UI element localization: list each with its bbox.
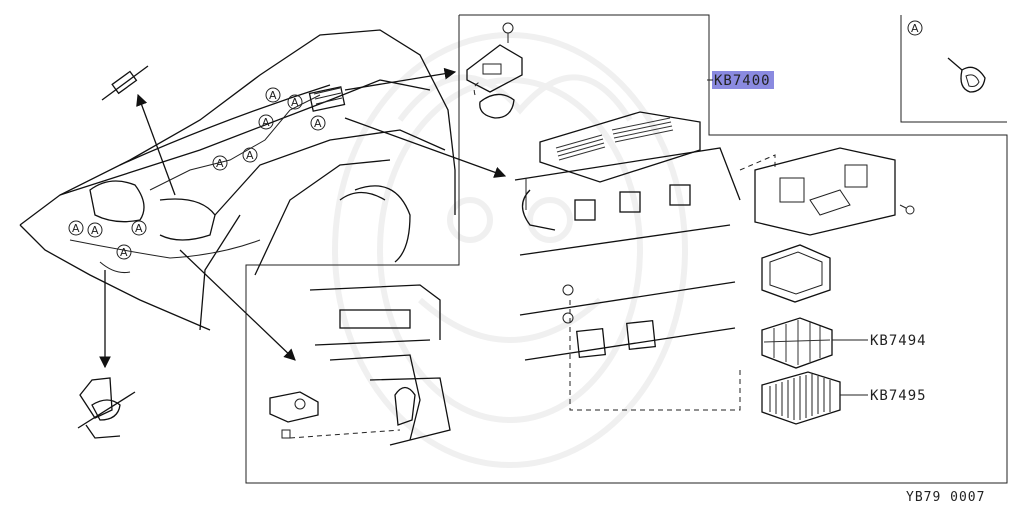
bulb-socket-detail [466, 22, 523, 119]
clip-part-bottom [77, 377, 136, 439]
svg-text:A: A [72, 222, 80, 235]
part-label-kb7494: KB7494 [870, 333, 927, 349]
connector-part-top [101, 65, 149, 101]
svg-text:A: A [120, 246, 128, 259]
callout-a-9: A [287, 94, 303, 110]
svg-text:A: A [216, 157, 224, 170]
center-console-detail [269, 284, 451, 446]
label-highlight [712, 71, 774, 89]
leader-arrows [99, 67, 507, 369]
svg-text:A: A [314, 117, 322, 130]
car-body-illustration [19, 29, 456, 331]
callout-a-2: A [87, 222, 103, 238]
svg-text:A: A [911, 22, 919, 35]
svg-text:A: A [262, 116, 270, 129]
svg-text:A: A [246, 149, 254, 162]
callout-a-8: A [265, 87, 281, 103]
filter-kb7495 [761, 371, 868, 425]
callout-a-7: A [258, 114, 274, 130]
callout-a-3: A [131, 220, 147, 236]
detail-frames [245, 14, 1008, 484]
callout-a-inset [907, 20, 923, 36]
part-label-kb7400: KB7400 [714, 73, 771, 89]
callout-a-10: A [310, 115, 326, 131]
clamp-detail-inset: A [907, 20, 986, 93]
callout-a-6: A [242, 147, 258, 163]
svg-text:A: A [91, 224, 99, 237]
watermark-emblem [332, 32, 688, 468]
svg-text:A: A [269, 89, 277, 102]
part-label-kb7495: KB7495 [870, 388, 927, 404]
svg-text:A: A [291, 96, 299, 109]
callout-a-5: A [212, 155, 228, 171]
overhead-console-panel [514, 111, 776, 411]
figure-reference: YB79 0007 [906, 490, 985, 505]
svg-text:A: A [135, 222, 143, 235]
callout-markers: A A A A A A A A A A [68, 87, 326, 260]
callout-a-1: A [68, 220, 84, 236]
filter-kb7494 [761, 317, 868, 369]
callout-a-4: A [116, 244, 132, 260]
map-lamp-assembly [754, 147, 915, 303]
part-labels: KB7400 KB7494 KB7495 YB79 0007 [707, 71, 985, 505]
